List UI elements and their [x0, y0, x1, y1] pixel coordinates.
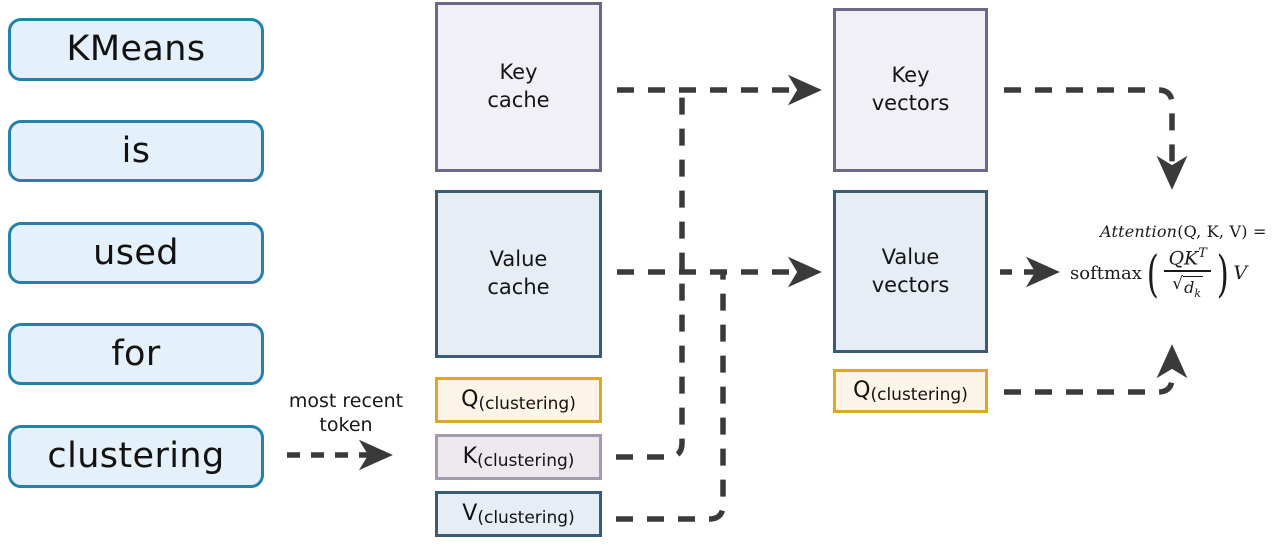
fraction-bar: [1164, 270, 1211, 272]
key-vectors-label-line1: Key: [891, 63, 930, 88]
trailing-v: V: [1233, 262, 1248, 285]
value-vectors-label-line2: vectors: [871, 272, 950, 297]
key-cache-label-line1: Key: [499, 60, 538, 85]
most-recent-token-caption: most recent token: [288, 390, 404, 437]
v-subscript: (clustering): [477, 507, 575, 528]
fraction-denominator: √dk: [1168, 272, 1207, 300]
token-label: clustering: [47, 436, 225, 476]
transpose-superscript: T: [1198, 246, 1207, 261]
qk-over-sqrt-dk-fraction: QKT √dk: [1164, 246, 1211, 300]
k-clustering-cache-box: K(clustering): [435, 434, 602, 480]
v-symbol: V: [462, 501, 478, 526]
token-label: for: [111, 333, 161, 374]
q-symbol: Q: [853, 378, 871, 403]
v-clustering-cache-box: V(clustering): [435, 491, 602, 537]
value-vectors-box: Value vectors: [833, 190, 988, 353]
arrow-key-vectors-to-formula: [1004, 87, 1188, 190]
q-clustering-cache-box: Q(clustering): [435, 377, 602, 423]
token-label: used: [93, 232, 179, 273]
key-vectors-label-line2: vectors: [871, 91, 950, 115]
key-cache-label-line2: cache: [487, 88, 550, 112]
value-vectors-label-line1: Value: [881, 244, 940, 269]
attention-formula: Attention(Q, K, V) = softmax ( QKT √dk )…: [1070, 222, 1280, 300]
attention-args: (Q, K, V) =: [1177, 222, 1267, 241]
key-cache-box: Key cache: [435, 2, 602, 172]
sqrt-icon: √dk: [1172, 273, 1203, 301]
q-subscript: (clustering): [478, 393, 576, 414]
token-pill-is: is: [8, 120, 264, 182]
q-clustering-vector-box: Q(clustering): [833, 369, 988, 413]
k-symbol: K: [462, 444, 478, 469]
token-pill-used: used: [8, 222, 264, 284]
token-pill-clustering: clustering: [8, 425, 264, 488]
arrow-k-clustering-to-key-path: [616, 90, 685, 460]
arrow-v-clustering-to-value-path: [616, 272, 726, 522]
arrow-q-clustering-to-formula: [1004, 344, 1188, 395]
key-vectors-box: Key vectors: [833, 8, 988, 172]
q-symbol: Q: [461, 387, 479, 412]
token-label: is: [121, 130, 151, 171]
attention-word: Attention: [1100, 222, 1178, 241]
attention-formula-lhs: Attention(Q, K, V) =: [1070, 222, 1280, 241]
token-pill-kmeans: KMeans: [8, 18, 264, 81]
fraction-numerator: QKT: [1168, 246, 1207, 270]
k-subscript: (clustering): [477, 450, 575, 471]
softmax-word: softmax: [1070, 262, 1142, 284]
value-cache-label-line1: Value: [489, 247, 548, 272]
token-pill-for: for: [8, 323, 264, 385]
token-label: KMeans: [66, 29, 206, 69]
value-cache-label-line2: cache: [487, 275, 550, 299]
value-cache-box: Value cache: [435, 190, 602, 358]
dk-subscript: k: [1194, 287, 1201, 301]
q-subscript: (clustering): [870, 384, 968, 405]
